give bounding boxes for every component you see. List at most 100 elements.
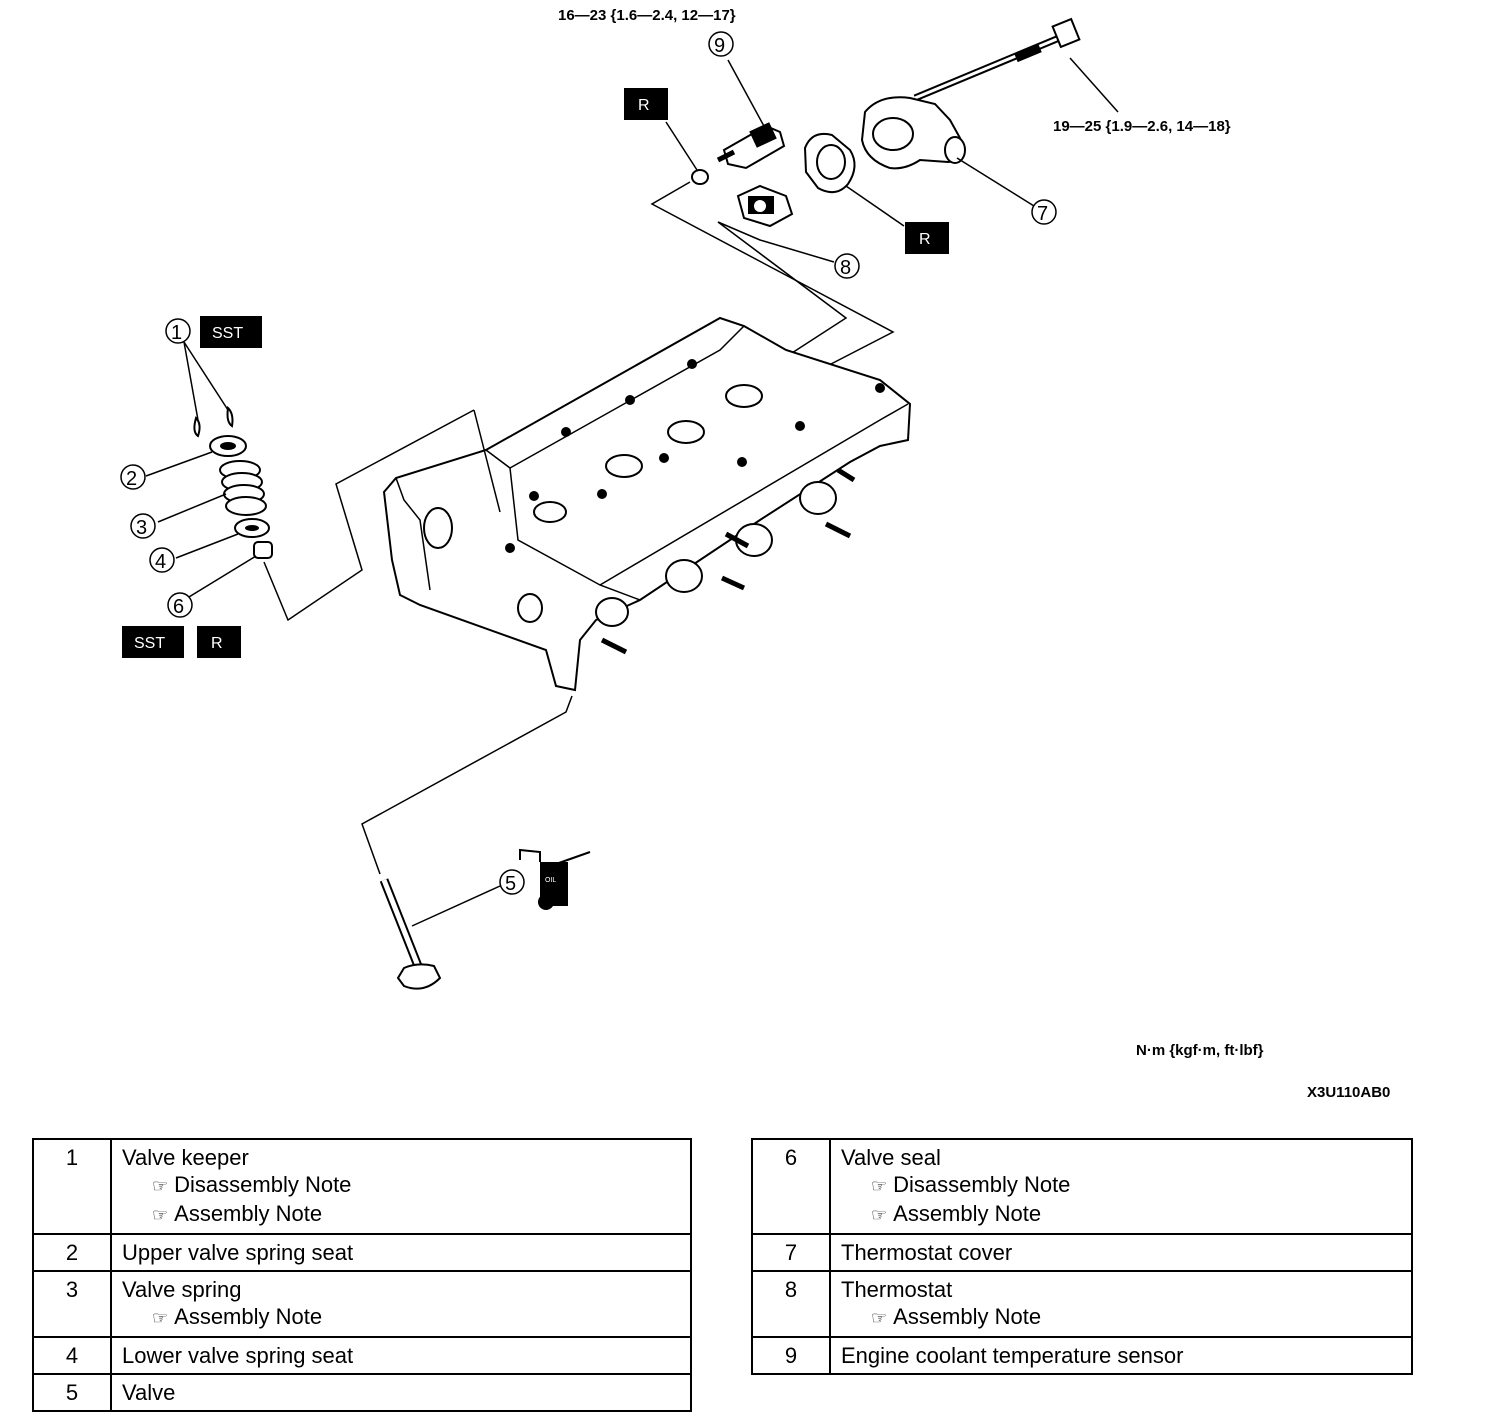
leader-line xyxy=(665,121,698,171)
leader-line xyxy=(183,555,257,601)
note-label: Disassembly Note xyxy=(893,1172,1071,1197)
table-row: 9 Engine coolant temperature sensor xyxy=(751,1336,1413,1375)
leader-line xyxy=(183,341,199,421)
leader-line xyxy=(650,181,895,381)
note-label: Assembly Note xyxy=(174,1201,323,1226)
svg-text:1: 1 xyxy=(171,322,182,344)
leader-line xyxy=(473,409,501,513)
lower-spring-seat xyxy=(234,518,270,538)
svg-text:SST: SST xyxy=(134,635,165,652)
svg-text:7: 7 xyxy=(1037,203,1048,225)
leader-line xyxy=(727,59,766,129)
part-number: 5 xyxy=(32,1373,112,1412)
leader-line xyxy=(845,185,905,227)
special-service-tool-tag: SST xyxy=(122,626,184,658)
valve-spring xyxy=(219,460,267,516)
part-name: Engine coolant temperature sensor xyxy=(841,1343,1184,1368)
callout-4: 4 xyxy=(149,547,175,573)
leader-line xyxy=(175,533,239,559)
part-number: 9 xyxy=(751,1336,831,1375)
thermostat xyxy=(736,184,794,228)
reuse-tag: R xyxy=(624,88,668,120)
reference-note-link[interactable]: ☞Disassembly Note xyxy=(841,1171,1401,1200)
svg-text:OIL: OIL xyxy=(545,877,556,884)
part-number: 7 xyxy=(751,1233,831,1272)
part-description: Thermostat☞Assembly Note xyxy=(829,1270,1413,1338)
sensor-washer xyxy=(691,169,709,185)
note-label: Assembly Note xyxy=(893,1304,1042,1329)
svg-text:R: R xyxy=(638,97,650,114)
leader-line xyxy=(263,409,475,622)
part-number: 6 xyxy=(751,1138,831,1235)
svg-text:6: 6 xyxy=(173,596,184,618)
reference-note-link[interactable]: ☞Disassembly Note xyxy=(122,1171,680,1200)
torque-label-sensor: 16—23 {1.6—2.4, 12—17} xyxy=(558,7,736,24)
upper-spring-seat xyxy=(209,435,247,457)
leader-line xyxy=(717,221,835,263)
svg-text:9: 9 xyxy=(714,35,725,57)
part-description: Upper valve spring seat xyxy=(110,1233,692,1272)
leader-line xyxy=(145,451,213,477)
part-number: 3 xyxy=(32,1270,112,1338)
coolant-temperature-sensor xyxy=(716,122,786,170)
thermostat-cover xyxy=(860,96,966,170)
part-name: Lower valve spring seat xyxy=(122,1343,354,1368)
svg-text:R: R xyxy=(919,231,931,248)
svg-text:4: 4 xyxy=(155,551,166,573)
valve-seal xyxy=(253,541,273,559)
reference-note-link[interactable]: ☞Assembly Note xyxy=(841,1200,1401,1229)
svg-text:2: 2 xyxy=(126,468,137,490)
callout-9: 9 xyxy=(708,31,734,57)
callout-2: 2 xyxy=(120,464,146,490)
exploded-diagram: 16—23 {1.6—2.4, 12—17} 19—25 {1.9—2.6, 1… xyxy=(120,7,1390,1101)
units-label: N·m {kgf·m, ft·lbf} xyxy=(1136,1042,1264,1059)
svg-text:3: 3 xyxy=(136,517,147,539)
hand-pointer-icon: ☞ xyxy=(152,1308,169,1328)
callout-1: 1 xyxy=(165,318,191,344)
note-label: Assembly Note xyxy=(893,1201,1042,1226)
callout-5: 5 xyxy=(499,869,525,895)
leader-line xyxy=(956,157,1035,207)
cylinder-head xyxy=(382,316,912,692)
part-number: 4 xyxy=(32,1336,112,1375)
callout-6: 6 xyxy=(167,592,193,618)
callout-3: 3 xyxy=(130,513,156,539)
svg-text:8: 8 xyxy=(840,257,851,279)
reference-note-link[interactable]: ☞Assembly Note xyxy=(122,1303,680,1332)
svg-text:SST: SST xyxy=(212,325,243,342)
part-name: Valve xyxy=(122,1380,176,1405)
reference-note-link[interactable]: ☞Assembly Note xyxy=(841,1303,1401,1332)
figure-code: X3U110AB0 xyxy=(1307,1084,1390,1101)
part-description: Engine coolant temperature sensor xyxy=(829,1336,1413,1375)
table-row: 4 Lower valve spring seat xyxy=(32,1336,692,1375)
reuse-tag: R xyxy=(905,222,949,254)
callout-7: 7 xyxy=(1031,199,1057,225)
part-description: Valve spring☞Assembly Note xyxy=(110,1270,692,1338)
table-row: 7 Thermostat cover xyxy=(751,1233,1413,1272)
valve-keepers xyxy=(193,405,234,438)
reference-note-link[interactable]: ☞Assembly Note xyxy=(122,1200,680,1229)
note-label: Disassembly Note xyxy=(174,1172,352,1197)
gasket xyxy=(803,132,856,194)
reuse-tag: R xyxy=(197,626,241,658)
callout-8: 8 xyxy=(834,253,860,279)
part-number: 2 xyxy=(32,1233,112,1272)
part-number: 8 xyxy=(751,1270,831,1338)
note-label: Assembly Note xyxy=(174,1304,323,1329)
hand-pointer-icon: ☞ xyxy=(152,1205,169,1225)
leader-line xyxy=(157,493,227,523)
part-description: Valve seal☞Disassembly Note☞Assembly Not… xyxy=(829,1138,1413,1235)
part-number: 1 xyxy=(32,1138,112,1235)
leader-line xyxy=(411,885,501,927)
hand-pointer-icon: ☞ xyxy=(871,1176,888,1196)
leader-line xyxy=(361,695,573,875)
part-name: Thermostat cover xyxy=(841,1240,1013,1265)
part-description: Valve keeper☞Disassembly Note☞Assembly N… xyxy=(110,1138,692,1235)
leader-line xyxy=(717,221,848,363)
